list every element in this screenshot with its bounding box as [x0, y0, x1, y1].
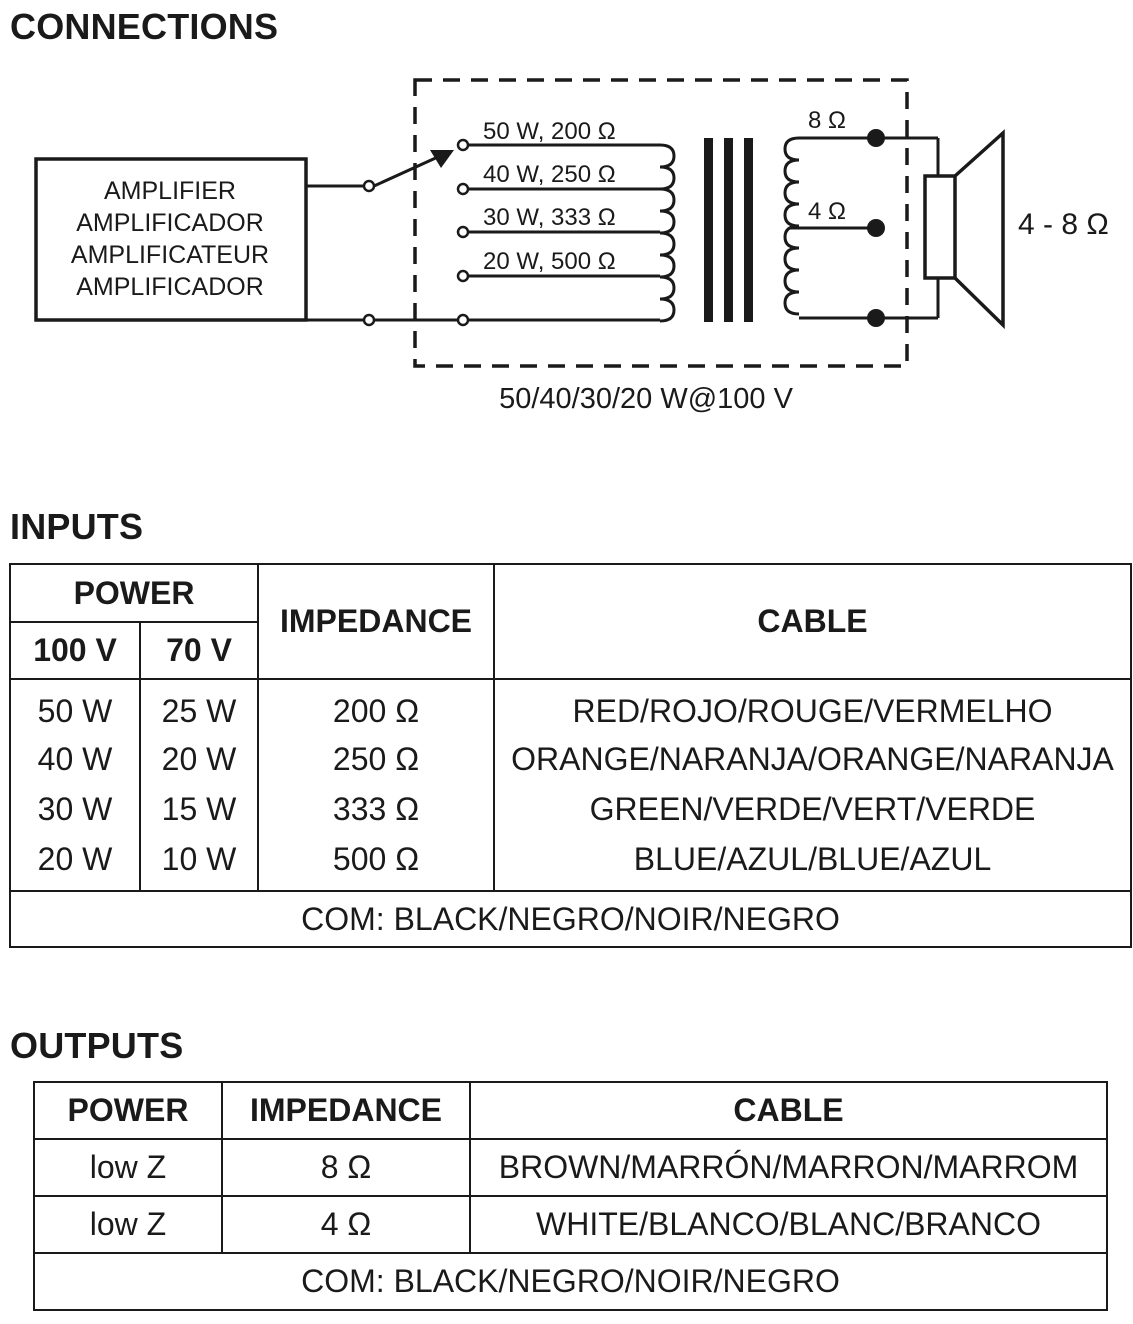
outputs-common-row: COM: BLACK/NEGRO/NOIR/NEGRO — [33, 1252, 1108, 1311]
tap-terminal-40w — [456, 182, 470, 196]
wiring-diagram: AMPLIFIER AMPLIFICADOR AMPLIFICATEUR AMP… — [34, 78, 1109, 415]
switch-terminal — [362, 179, 376, 193]
cell-cable: ORANGE/NARANJA/ORANGE/NARANJA — [493, 734, 1133, 784]
inputs-header-power: POWER — [8, 563, 260, 623]
tap-terminal-50w — [456, 138, 470, 152]
table-row: low Z 8 Ω BROWN/MARRÓN/MARRON/MARROM — [33, 1138, 1108, 1197]
cell-cable: WHITE/BLANCO/BLANC/BRANCO — [469, 1195, 1108, 1254]
cell-impedance: 8 Ω — [221, 1138, 471, 1197]
amp-label-pt: AMPLIFICADOR — [76, 273, 264, 301]
cell-impedance: 4 Ω — [221, 1195, 471, 1254]
table-row: 20 W 10 W 500 Ω BLUE/AZUL/BLUE/AZUL — [9, 834, 1133, 891]
speaker-magnet — [923, 174, 957, 280]
table-row: 30 W 15 W 333 Ω GREEN/VERDE/VERT/VERDE — [9, 784, 1133, 834]
inputs-table: POWER IMPEDANCE CABLE 100 V 70 V 50 W 25… — [8, 563, 1133, 948]
inputs-heading: INPUTS — [10, 506, 144, 547]
tap-label-20w: 20 W, 500 Ω — [483, 248, 616, 275]
table-row: low Z 4 Ω WHITE/BLANCO/BLANC/BRANCO — [33, 1195, 1108, 1254]
core-bar-3 — [744, 138, 753, 322]
tap-terminal-30w — [456, 225, 470, 239]
amp-label-es: AMPLIFICADOR — [76, 209, 264, 237]
cell-power-100v: 50 W — [9, 679, 141, 734]
cell-power-70v: 15 W — [138, 784, 260, 834]
amp-com-terminal — [362, 313, 376, 327]
tap-label-40w: 40 W, 250 Ω — [483, 161, 616, 188]
outputs-table: POWER IMPEDANCE CABLE low Z 8 Ω BROWN/MA… — [33, 1081, 1108, 1311]
cell-cable: BROWN/MARRÓN/MARRON/MARROM — [469, 1138, 1108, 1197]
cell-power: low Z — [33, 1138, 223, 1197]
transformer-caption: 50/40/30/20 W@100 V — [499, 383, 794, 415]
cell-impedance: 200 Ω — [257, 679, 496, 734]
cell-impedance: 500 Ω — [257, 834, 496, 891]
tap-dot-com — [867, 309, 885, 327]
inputs-header-70v: 70 V — [138, 621, 260, 680]
tap-dot-4ohm — [867, 219, 885, 237]
core-bar-1 — [704, 138, 713, 322]
speaker-impedance-label: 4 - 8 Ω — [1018, 208, 1109, 241]
cell-cable: GREEN/VERDE/VERT/VERDE — [493, 784, 1133, 834]
inputs-header-100v: 100 V — [9, 621, 141, 680]
tap-terminal-com — [456, 313, 470, 327]
cell-impedance: 250 Ω — [257, 734, 496, 784]
cell-power-100v: 20 W — [9, 834, 141, 891]
outputs-header-cable: CABLE — [469, 1081, 1108, 1140]
primary-coil — [659, 143, 676, 323]
outputs-heading: OUTPUTS — [10, 1025, 184, 1066]
cell-power-70v: 20 W — [138, 734, 260, 784]
amplifier-box — [34, 157, 308, 322]
speaker-cone — [953, 129, 1005, 330]
cell-power: low Z — [33, 1195, 223, 1254]
amp-label-en: AMPLIFIER — [104, 177, 236, 205]
secondary-coil — [783, 136, 800, 316]
core-bar-2 — [724, 138, 733, 322]
cell-cable: BLUE/AZUL/BLUE/AZUL — [493, 834, 1133, 891]
cell-cable: RED/ROJO/ROUGE/VERMELHO — [493, 679, 1133, 734]
outputs-header-power: POWER — [33, 1081, 223, 1140]
inputs-common-row: COM: BLACK/NEGRO/NOIR/NEGRO — [8, 890, 1133, 948]
tap-dot-8ohm — [867, 129, 885, 147]
secondary-label-4ohm: 4 Ω — [808, 198, 846, 225]
cell-impedance: 333 Ω — [257, 784, 496, 834]
inputs-header-cable: CABLE — [493, 563, 1133, 680]
cell-power-70v: 10 W — [138, 834, 260, 891]
cell-power-100v: 30 W — [9, 784, 141, 834]
switch-arrow — [430, 150, 454, 168]
tap-terminal-20w — [456, 269, 470, 283]
tap-label-30w: 30 W, 333 Ω — [483, 204, 616, 231]
transformer-enclosure — [413, 78, 909, 368]
connections-heading: CONNECTIONS — [10, 6, 279, 47]
outputs-header-impedance: IMPEDANCE — [221, 1081, 471, 1140]
cell-power-100v: 40 W — [9, 734, 141, 784]
tap-label-50w: 50 W, 200 Ω — [483, 118, 616, 145]
table-row: 50 W 25 W 200 Ω RED/ROJO/ROUGE/VERMELHO — [9, 679, 1133, 734]
cell-power-70v: 25 W — [138, 679, 260, 734]
inputs-header-impedance: IMPEDANCE — [257, 563, 496, 680]
amp-label-fr: AMPLIFICATEUR — [71, 241, 269, 269]
secondary-label-8ohm: 8 Ω — [808, 107, 846, 134]
table-row: 40 W 20 W 250 Ω ORANGE/NARANJA/ORANGE/NA… — [9, 734, 1133, 784]
